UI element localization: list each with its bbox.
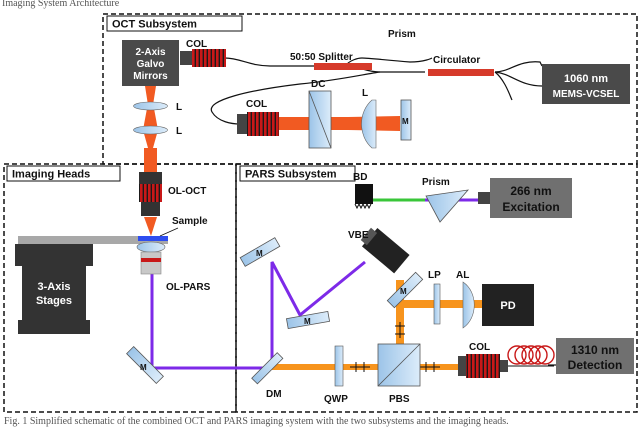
stages-label-1: 3-Axis — [37, 281, 70, 293]
mirror-det-label: M — [400, 287, 407, 296]
imaging-heads-title: Imaging Heads — [12, 169, 90, 181]
long-pass-filter — [433, 283, 441, 325]
lens-l2 — [133, 125, 168, 135]
lens-l1-label: L — [176, 102, 182, 113]
sample-slide — [138, 236, 168, 241]
aspheric-lens — [462, 281, 475, 329]
mirror-bottom-left — [126, 346, 164, 384]
mirror-bl-label: M — [140, 363, 147, 372]
excitation-label-1: 266 nm — [510, 184, 551, 198]
mirror-pu-label: M — [256, 249, 263, 258]
collimator-top — [180, 49, 226, 67]
col-mid-label: COL — [246, 99, 267, 110]
oct-source-box — [542, 64, 630, 104]
qwp-label: QWP — [324, 394, 348, 405]
ol-oct-objective — [139, 172, 162, 216]
ol-oct-label: OL-OCT — [168, 186, 206, 197]
lens-l1 — [133, 101, 168, 111]
prism-top-label: Prism — [388, 29, 416, 40]
ol-pars-objective — [136, 241, 166, 275]
detection-label-1: 1310 nm — [571, 343, 619, 357]
mirror-detection — [386, 271, 424, 309]
collimator-mid — [237, 112, 279, 136]
mirror-pl-label: M — [304, 317, 311, 326]
beam-dump — [354, 184, 373, 210]
pars-subsystem-title: PARS Subsystem — [245, 169, 337, 181]
pbs-label: PBS — [389, 394, 410, 405]
al-label: AL — [456, 270, 469, 281]
reference-mirror — [400, 99, 412, 141]
imaging-heads-box — [3, 163, 237, 413]
polarizing-beam-splitter — [377, 343, 421, 387]
pars-subsystem-box — [235, 163, 638, 413]
lens-ref-arm — [361, 99, 377, 149]
lens-l-label: L — [362, 88, 368, 99]
sample-label: Sample — [172, 216, 208, 227]
galvo-label-1: 2-Axis — [135, 47, 165, 58]
three-axis-stages — [15, 244, 93, 334]
mirror-m-label: M — [402, 117, 409, 126]
pars-prism — [425, 189, 470, 223]
oct-source-label-2: MEMS-VCSEL — [553, 89, 620, 100]
bd-label: BD — [353, 172, 367, 183]
excitation-label-2: Excitation — [502, 200, 559, 214]
splitter-body — [314, 63, 372, 70]
ol-pars-label: OL-PARS — [166, 282, 211, 293]
lp-label: LP — [428, 270, 441, 281]
mirror-pars-upper — [239, 237, 281, 267]
collimator-detection — [458, 354, 508, 378]
splitter-label: 50:50 Splitter — [290, 52, 353, 63]
galvo-mirrors-box — [122, 40, 179, 86]
oct-subsystem-title: OCT Subsystem — [112, 19, 197, 31]
pd-label: PD — [500, 300, 515, 312]
stages-label-2: Stages — [36, 295, 72, 307]
vbe — [360, 227, 410, 274]
col-top-label: COL — [186, 39, 207, 50]
detection-label-2: Detection — [568, 358, 623, 372]
sample-stage-plate — [18, 236, 168, 244]
detection-source-box — [556, 338, 634, 374]
photodiode-box — [482, 284, 534, 326]
galvo-label-2: Galvo — [137, 59, 165, 70]
oct-source-label-1: 1060 nm — [564, 73, 608, 85]
dc-label: DC — [311, 79, 325, 90]
circulator-body — [428, 69, 494, 76]
excitation-source-box — [490, 178, 572, 218]
mirror-pars-lower — [285, 310, 331, 330]
fiber-coil — [507, 345, 555, 365]
dispersion-compensator — [308, 90, 332, 149]
galvo-label-3: Mirrors — [133, 71, 168, 82]
dichroic-mirror — [251, 352, 284, 385]
col-det-label: COL — [469, 342, 490, 353]
top-caption: Imaging System Architecture — [2, 0, 120, 9]
prism-pars-label: Prism — [422, 177, 450, 188]
bottom-caption: Fig. 1 Simplified schematic of the combi… — [4, 416, 509, 427]
vbe-label: VBE — [348, 230, 369, 241]
oct-subsystem-box — [102, 13, 638, 165]
dm-label: DM — [266, 389, 282, 400]
circulator-label: Circulator — [433, 55, 480, 66]
lens-l2-label: L — [176, 126, 182, 137]
quarter-wave-plate — [334, 345, 344, 387]
